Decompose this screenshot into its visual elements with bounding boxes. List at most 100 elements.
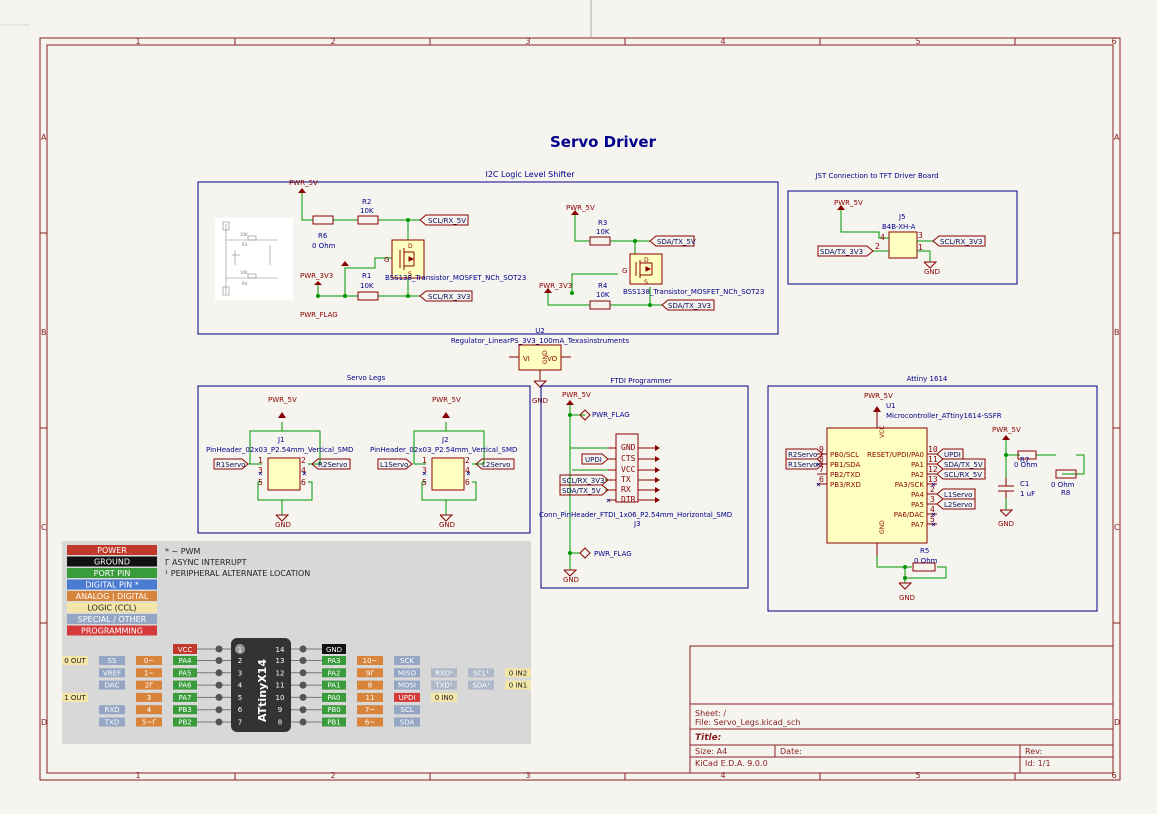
- pinout-right-pin-0: 13: [276, 657, 285, 665]
- pinout-left-logic-3: 1 OUT: [64, 694, 86, 702]
- r5-symbol[interactable]: [912, 562, 936, 572]
- svg-text:1: 1: [918, 243, 923, 252]
- pinout-right-sp-2-bg: [394, 680, 420, 690]
- svg-text:S: S: [644, 279, 648, 286]
- u1-pin9: 9: [819, 445, 824, 454]
- pinout-left-port-4: PB3: [178, 706, 191, 714]
- u1-microcontroller-symbol[interactable]: [826, 427, 928, 544]
- attiny-chip-body: [231, 638, 291, 732]
- col-label-top-4: 4: [720, 37, 725, 46]
- svg-text:×: ×: [422, 469, 427, 478]
- r8-ref: R8: [1061, 489, 1070, 497]
- attiny-block-title: Attiny 1614: [907, 375, 948, 383]
- u1-pa5-name: PA5: [911, 501, 924, 509]
- ftdi-pwrflag-label-a: PWR_FLAG: [592, 411, 630, 419]
- legend-label-0: POWER: [97, 546, 127, 555]
- ftdi-pin-tx: TX: [621, 475, 631, 484]
- pinout-left-port-1-bg: [173, 668, 197, 678]
- regulator-u2[interactable]: U2 Regulator_LinearPS_3V3_100mA_Texasins…: [451, 327, 630, 405]
- u2-vo: VO: [547, 355, 558, 363]
- c1-symbol[interactable]: [998, 478, 1014, 498]
- servo-pwr5v-label-b: PWR_5V: [432, 396, 461, 404]
- svg-text:5: 5: [422, 478, 427, 487]
- jst-block: JST Connection to TFT Driver Board PWR_5…: [787, 172, 1018, 285]
- attiny-pwr5v-label: PWR_5V: [864, 392, 893, 400]
- svg-text:D: D: [408, 243, 413, 250]
- r2-symbol[interactable]: [357, 215, 379, 225]
- r6-symbol[interactable]: [312, 215, 334, 225]
- j5-ref: J5: [898, 213, 906, 221]
- row-label-left-b: B: [41, 328, 47, 337]
- title-id: Id: 1/1: [1025, 759, 1051, 768]
- pinout-right-sp-5-bg: [394, 717, 420, 727]
- label-updi-ftdi: UPDI: [585, 456, 602, 464]
- title-title: Title:: [695, 733, 721, 743]
- pinout-right-logic-3-bg: [431, 692, 457, 702]
- pinout-right-an-0-bg: [357, 656, 383, 665]
- svg-text:R4: R4: [242, 281, 248, 286]
- j2-header-symbol[interactable]: [431, 457, 465, 491]
- pinout-left-pin-2: 4: [238, 682, 243, 690]
- legend-label-5: LOGIC (CCL): [87, 604, 136, 613]
- legend-note-alt: ¹ PERIPHERAL ALTERNATE LOCATION: [165, 569, 310, 578]
- pinout-left-port-3: PA7: [178, 694, 191, 702]
- i2c-block-title: I2C Logic Level Shifter: [485, 170, 575, 179]
- j1-header-symbol[interactable]: [267, 457, 301, 491]
- j5-connector-symbol[interactable]: [888, 231, 918, 259]
- pinout-pin14: 14: [276, 646, 285, 654]
- u1-pa7-name: PA7: [911, 521, 924, 529]
- pinout-right-port-3-bg: [322, 692, 346, 702]
- r3-value: 10K: [596, 228, 610, 236]
- pinout-right-an-5: 6~: [365, 719, 375, 727]
- legend-label-4: ANALOG | DIGITAL: [76, 592, 149, 601]
- j1-value: PinHeader_02x03_P2.54mm_Vertical_SMD: [206, 446, 353, 454]
- pinout-right-port-0: PA3: [327, 657, 340, 665]
- pinout-right-sp-0: SCK: [400, 657, 414, 665]
- u1-pb1-name: PB1/SDA: [830, 461, 861, 469]
- j3-connector-symbol[interactable]: [615, 433, 639, 503]
- pinout-right-alt1-2-bg: [431, 680, 457, 690]
- attiny-gnd-label: GND: [899, 594, 915, 602]
- u1-pa0-name: RESET/UPDI/PA0: [867, 451, 924, 459]
- label-scl-3v3-a: SCL/RX_3V3: [428, 293, 470, 301]
- i2c-pwr3v3-label-2: PWR_3V3: [539, 282, 572, 290]
- title-rev: Rev:: [1025, 747, 1042, 756]
- pinout-right-an-3-bg: [357, 692, 383, 702]
- r1-symbol[interactable]: [357, 291, 379, 301]
- col-label-bot-1: 1: [135, 771, 140, 780]
- pinout-right-pin-1: 12: [276, 669, 285, 677]
- pinout-right-alt2-2-bg: [468, 680, 494, 690]
- r3-symbol[interactable]: [589, 236, 611, 246]
- svg-text:10K: 10K: [240, 270, 248, 275]
- u2-gnd-pin: GND: [542, 350, 549, 364]
- pinout-gnd: GND: [326, 646, 342, 654]
- attiny-gnd-label-2: GND: [998, 520, 1014, 528]
- label-sda-5v-a: SDA/TX_5V: [657, 238, 696, 246]
- svg-text:D: D: [644, 257, 649, 264]
- r8-symbol[interactable]: [1055, 469, 1077, 479]
- svg-text:4: 4: [880, 233, 885, 242]
- q2-mosfet-symbol[interactable]: G D S: [622, 253, 663, 286]
- legend-swatch-5: [67, 602, 157, 613]
- q1-mosfet-symbol[interactable]: G D S: [384, 239, 425, 279]
- ftdi-pwrflag-label-b: PWR_FLAG: [594, 550, 632, 558]
- pinout-right-pin-3: 10: [276, 694, 285, 702]
- r7-symbol[interactable]: [1017, 450, 1037, 460]
- r4-symbol[interactable]: [589, 300, 611, 310]
- label-r2servo-j1: R2Servo: [318, 461, 347, 469]
- svg-text:G: G: [384, 256, 389, 264]
- i2c-pwrflag-label: PWR_FLAG: [300, 311, 338, 319]
- servo-pwr5v-label-a: PWR_5V: [268, 396, 297, 404]
- legend-label-2: PORT PIN: [94, 569, 131, 578]
- u1-pb2-name: PB2/TXD: [830, 471, 860, 479]
- svg-text:×: ×: [302, 469, 307, 478]
- r7-ref: R7: [1020, 456, 1029, 464]
- u1-pin7: 7: [819, 465, 824, 474]
- ftdi-gnd-label: GND: [563, 576, 579, 584]
- pinout-left-logic-0-bg: [62, 656, 88, 665]
- col-label-top-3: 3: [525, 37, 530, 46]
- svg-text:10K: 10K: [240, 232, 248, 237]
